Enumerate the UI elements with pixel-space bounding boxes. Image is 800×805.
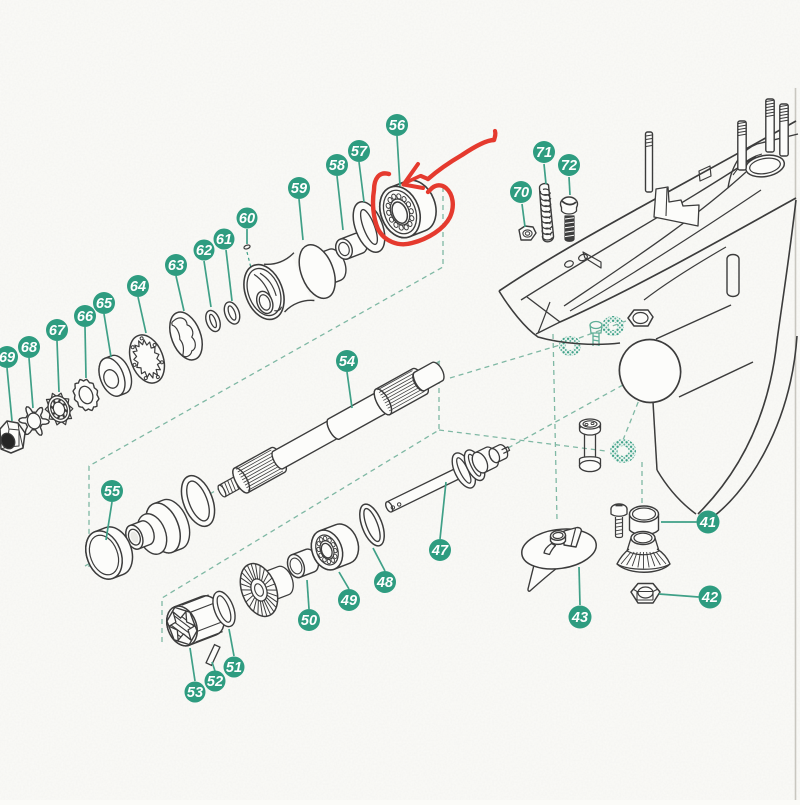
svg-text:68: 68 — [21, 340, 38, 356]
svg-text:61: 61 — [216, 232, 232, 248]
svg-text:54: 54 — [339, 354, 355, 370]
svg-text:67: 67 — [49, 323, 66, 339]
svg-text:49: 49 — [340, 593, 357, 609]
svg-text:70: 70 — [513, 185, 529, 201]
svg-text:50: 50 — [301, 613, 317, 629]
svg-text:63: 63 — [168, 258, 184, 274]
svg-text:43: 43 — [571, 610, 588, 626]
svg-text:47: 47 — [431, 543, 449, 559]
svg-text:66: 66 — [77, 309, 94, 325]
svg-text:53: 53 — [187, 685, 203, 701]
svg-text:41: 41 — [699, 515, 716, 531]
svg-text:69: 69 — [0, 350, 15, 366]
svg-text:48: 48 — [376, 575, 394, 591]
svg-text:51: 51 — [226, 660, 242, 676]
svg-text:58: 58 — [329, 158, 346, 174]
svg-text:72: 72 — [561, 158, 577, 174]
svg-text:42: 42 — [701, 590, 718, 606]
svg-text:56: 56 — [389, 118, 406, 134]
svg-text:62: 62 — [196, 243, 212, 259]
svg-text:57: 57 — [351, 144, 368, 160]
svg-text:71: 71 — [536, 145, 552, 161]
svg-text:60: 60 — [239, 211, 255, 227]
svg-text:59: 59 — [291, 181, 307, 197]
svg-text:65: 65 — [96, 296, 113, 312]
svg-text:52: 52 — [207, 674, 223, 690]
svg-text:55: 55 — [104, 484, 121, 500]
svg-text:64: 64 — [130, 279, 146, 295]
